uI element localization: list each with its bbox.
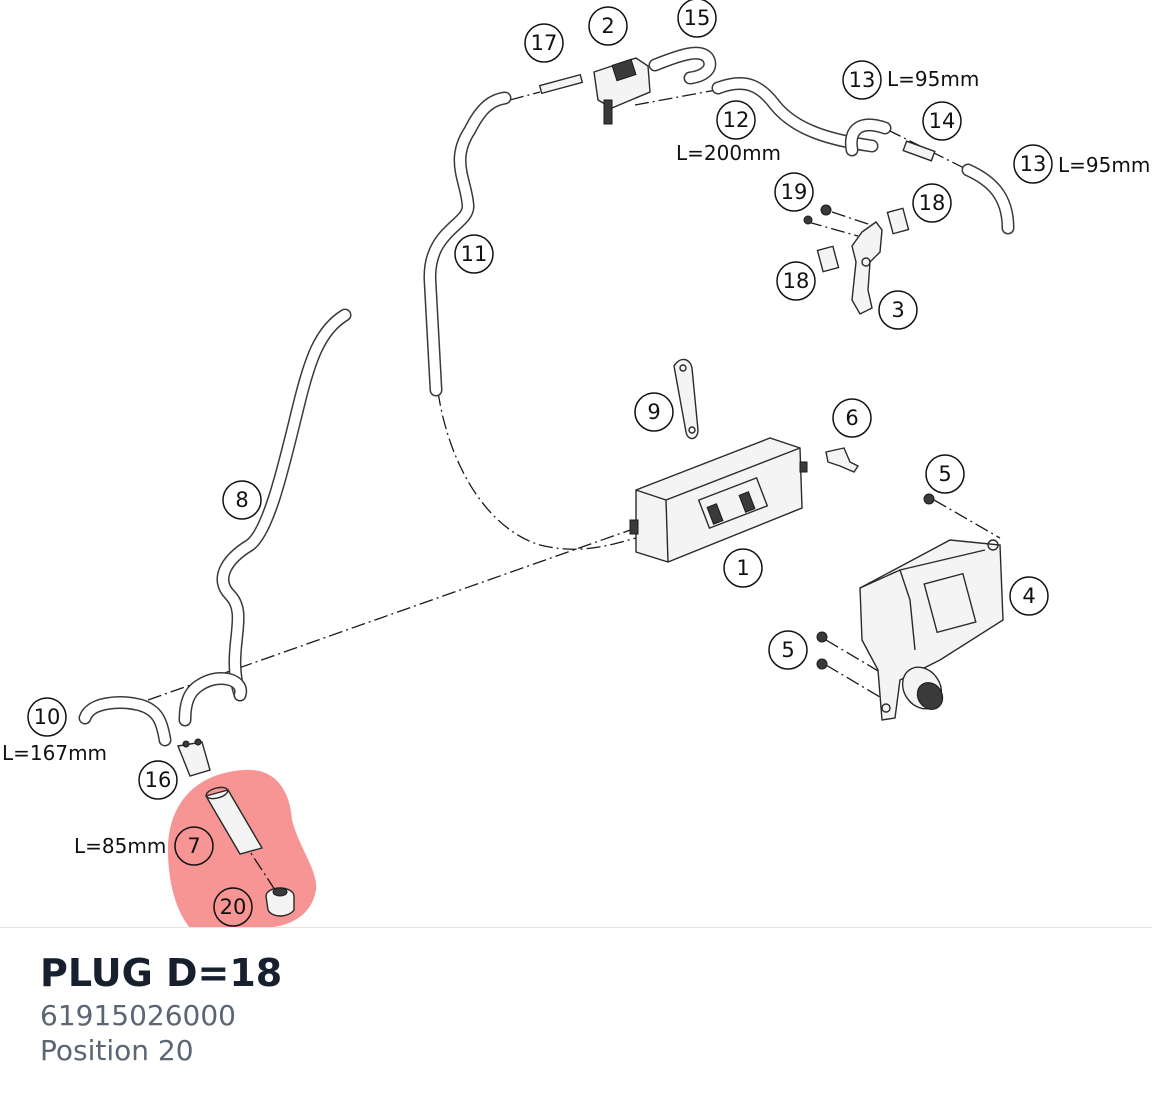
callout-19-label: 19 (781, 180, 808, 204)
callout-1-label: 1 (736, 556, 749, 580)
callout-11[interactable]: 11 (454, 234, 494, 274)
length-label-hose-7: L=85mm (74, 834, 166, 858)
purge-valve-part-2 (593, 57, 651, 125)
callout-13-right[interactable]: 13 (1013, 144, 1053, 184)
part-number: 61915026000 (40, 999, 236, 1032)
bracket-part-3 (851, 221, 883, 315)
strap-part-9 (673, 358, 699, 440)
callout-8[interactable]: 8 (222, 480, 262, 520)
callout-9-label: 9 (647, 400, 660, 424)
callout-7[interactable]: 7 (174, 826, 214, 866)
callout-2[interactable]: 2 (588, 6, 628, 46)
connection-line (825, 639, 886, 676)
connection-line (509, 91, 541, 101)
callout-5-lower-label: 5 (781, 638, 794, 662)
connection-line (437, 391, 637, 550)
callout-4-label: 4 (1022, 584, 1035, 608)
exploded-parts-diagram: 1 2 3 4 5 5 6 7 8 9 10 11 12 13 13 14 15… (2, 0, 1150, 928)
section-divider (0, 927, 1152, 928)
length-label-hose-12: L=200mm (676, 141, 781, 165)
callout-10[interactable]: 10 (27, 697, 67, 737)
callout-1[interactable]: 1 (723, 548, 763, 588)
callout-19[interactable]: 19 (774, 172, 814, 212)
connection-line (887, 129, 969, 171)
callout-12[interactable]: 12 (716, 100, 756, 140)
connection-line (147, 527, 637, 701)
callout-7-label: 7 (187, 834, 200, 858)
callout-20[interactable]: 20 (213, 887, 253, 927)
callout-20-label: 20 (220, 895, 247, 919)
hose-12 (711, 77, 879, 153)
elbow-fitting-part-6 (825, 447, 860, 473)
callout-3[interactable]: 3 (878, 290, 918, 330)
hose-8 (178, 308, 352, 727)
callout-9[interactable]: 9 (634, 392, 674, 432)
length-label-hose-13-right: L=95mm (1058, 153, 1150, 177)
hose-15 (648, 46, 717, 85)
callout-18-lower[interactable]: 18 (776, 261, 816, 301)
callout-18-lower-label: 18 (783, 269, 810, 293)
length-label-hose-13-upper: L=95mm (887, 67, 979, 91)
callout-18-upper[interactable]: 18 (912, 183, 952, 223)
callout-5-upper-label: 5 (938, 462, 951, 486)
callout-17[interactable]: 17 (524, 23, 564, 63)
hose-13-right (961, 163, 1015, 235)
connection-line (634, 89, 717, 106)
connection-line (933, 499, 1001, 539)
length-label-hose-10: L=167mm (2, 741, 107, 765)
connection-line (825, 664, 886, 701)
hose-part-7 (204, 786, 264, 855)
screw-part-19 (803, 204, 832, 225)
screw-part-5 (816, 493, 935, 670)
callout-5-upper[interactable]: 5 (925, 454, 965, 494)
callout-15-label: 15 (684, 6, 711, 30)
callout-10-label: 10 (34, 705, 61, 729)
hose-10 (78, 696, 172, 747)
callout-3-label: 3 (891, 298, 904, 322)
hose-13-upper (844, 118, 892, 157)
callout-8-label: 8 (235, 488, 248, 512)
canister-part-1 (629, 437, 808, 563)
selected-part-info: PLUG D=18 61915026000 Position 20 (40, 948, 1120, 1068)
callout-13-upper[interactable]: 13 (842, 60, 882, 100)
callout-16[interactable]: 16 (138, 760, 178, 800)
callout-12-label: 12 (723, 108, 750, 132)
part-position: Position 20 (40, 1034, 194, 1067)
clip-part-18 (816, 207, 910, 273)
callout-15[interactable]: 15 (677, 0, 717, 38)
plug-part-20 (265, 887, 295, 917)
callout-13-right-label: 13 (1020, 152, 1047, 176)
connection-line (807, 221, 859, 237)
callout-18-upper-label: 18 (919, 191, 946, 215)
callout-6[interactable]: 6 (832, 398, 872, 438)
callout-14-label: 14 (929, 109, 956, 133)
callout-17-label: 17 (531, 31, 558, 55)
t-fitting-part-16 (177, 738, 211, 777)
callout-6-label: 6 (845, 406, 858, 430)
bracket-part-4 (859, 539, 1004, 721)
connector-part-17 (538, 73, 584, 95)
check-valve-part-14 (902, 140, 936, 162)
hose-11 (423, 91, 512, 397)
callout-16-label: 16 (145, 768, 172, 792)
callout-2-label: 2 (601, 14, 614, 38)
callout-4[interactable]: 4 (1009, 576, 1049, 616)
callout-13-upper-label: 13 (849, 68, 876, 92)
callout-14[interactable]: 14 (922, 101, 962, 141)
callout-11-label: 11 (461, 242, 488, 266)
callout-5-lower[interactable]: 5 (768, 630, 808, 670)
part-title: PLUG D=18 (40, 951, 283, 995)
